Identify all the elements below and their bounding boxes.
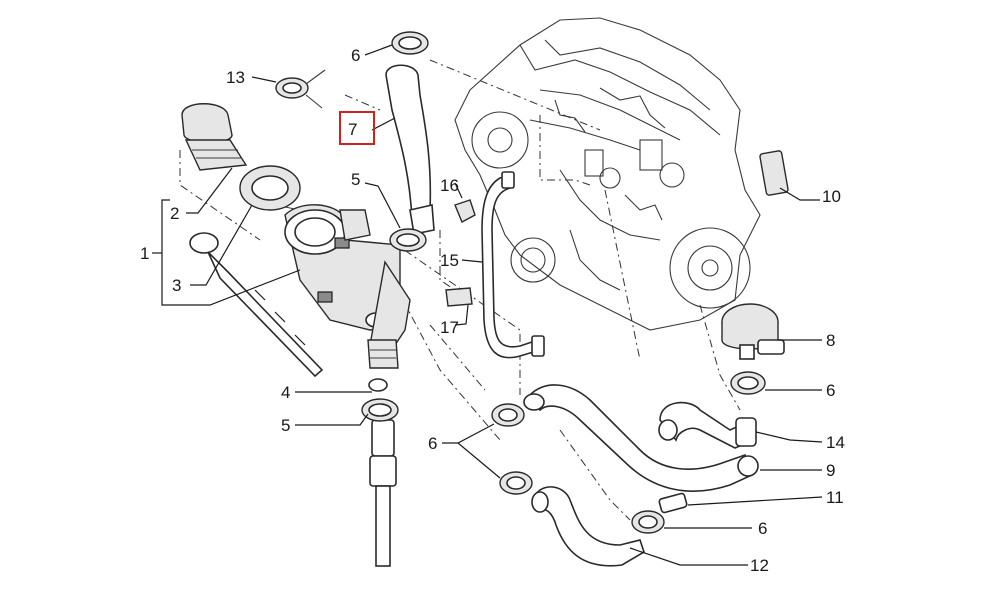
callout-14: 14 [826, 433, 845, 452]
callout-13: 13 [226, 68, 245, 87]
valve-and-connector [721, 150, 789, 360]
callout-9: 9 [826, 461, 835, 480]
callout-16: 16 [440, 176, 459, 195]
callout-12: 12 [750, 556, 769, 575]
hoses-9-14 [523, 384, 759, 492]
hose-part-15 [481, 173, 541, 359]
hose-clamps [275, 31, 766, 534]
engine-block [454, 17, 761, 331]
callout-8: 8 [826, 331, 835, 350]
fitting-11 [658, 492, 688, 514]
hose-15 [481, 171, 545, 359]
callout-15: 15 [440, 251, 459, 270]
callout-6-left: 6 [428, 434, 437, 453]
leader-lines [152, 44, 823, 566]
callout-2: 2 [170, 204, 179, 223]
hoses-11-12 [531, 486, 688, 567]
dipstick-handle [189, 232, 219, 254]
callout-6-top: 6 [351, 46, 360, 65]
clips [445, 199, 476, 307]
callout-7: 7 [348, 120, 357, 139]
callout-labels: 1 2 3 4 5 5 6 6 6 6 7 8 9 10 11 12 13 14… [140, 46, 845, 575]
callout-3: 3 [172, 276, 181, 295]
callout-5-top: 5 [351, 170, 360, 189]
callout-11: 11 [826, 488, 844, 507]
clip-16 [454, 199, 476, 223]
callout-4: 4 [281, 383, 290, 402]
callout-6-right-low: 6 [758, 519, 767, 538]
callout-6-right-up: 6 [826, 381, 835, 400]
hose-part-7 [385, 64, 432, 222]
hose-part-12 [535, 486, 645, 567]
connector-part-10 [759, 150, 789, 196]
callout-1: 1 [140, 244, 149, 263]
callout-5-lower: 5 [281, 416, 290, 435]
callout-17: 17 [440, 318, 459, 337]
filler-cap [181, 103, 233, 144]
breather-hose [385, 64, 435, 235]
oil-filler-assembly [181, 103, 411, 567]
callout-10: 10 [822, 187, 841, 206]
highlight-box-7 [339, 111, 375, 145]
clip-17 [445, 287, 473, 307]
